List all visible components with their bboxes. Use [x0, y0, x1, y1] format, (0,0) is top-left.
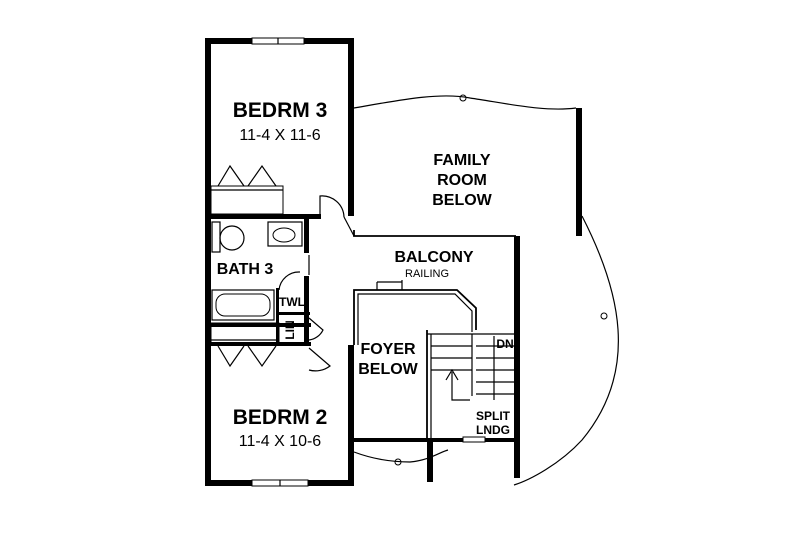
- railing-label: RAILING: [405, 268, 449, 280]
- family-room-line3: BELOW: [432, 192, 492, 209]
- balcony-lines: [353, 230, 516, 345]
- closet-bedrm2: [210, 322, 280, 368]
- bedroom3-dims: 11-4 X 11-6: [239, 127, 320, 144]
- windows: [251, 37, 486, 487]
- doors: [278, 195, 355, 372]
- closet-bedrm3: [210, 164, 284, 215]
- stairs: [426, 330, 514, 438]
- bedroom3-title: BEDRM 3: [233, 99, 328, 122]
- bedroom2-title: BEDRM 2: [233, 406, 328, 429]
- bath3-title: BATH 3: [217, 261, 274, 278]
- foyer-line1: FOYER: [360, 341, 416, 358]
- family-room-line1: FAMILY: [433, 152, 491, 169]
- opening-curves: [353, 94, 619, 486]
- bedroom2-dims: 11-4 X 10-6: [239, 433, 322, 450]
- bath-fixtures: [211, 221, 303, 321]
- towel-label: TWL: [279, 295, 305, 309]
- split-landing-line2: LNDG: [476, 423, 510, 437]
- balcony-title: BALCONY: [394, 249, 473, 266]
- family-room-line2: ROOM: [437, 172, 487, 189]
- split-landing-line1: SPLIT: [476, 409, 511, 423]
- interior-walls: [211, 214, 321, 346]
- down-label: DN: [496, 337, 513, 351]
- linen-label: LIN: [283, 320, 297, 339]
- foyer-line2: BELOW: [358, 361, 418, 378]
